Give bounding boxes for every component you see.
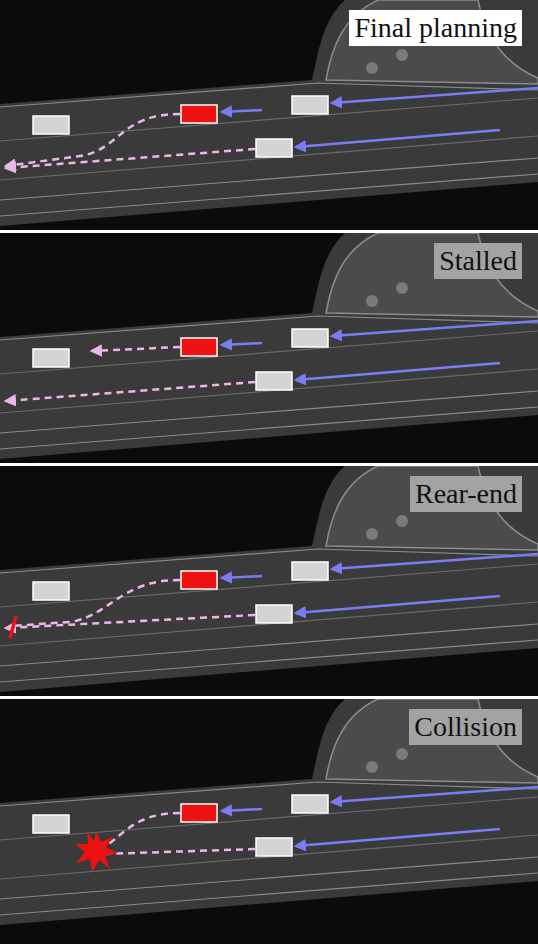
panel-title: Rear-end — [410, 476, 522, 512]
panel-title: Final planning — [349, 10, 522, 46]
rear-end-scene — [0, 466, 538, 696]
collision-burst — [75, 831, 118, 872]
panel-title: Collision — [409, 709, 522, 745]
collision-scene — [0, 699, 538, 944]
stalled-scene — [0, 233, 538, 463]
panel-title: Stalled — [434, 243, 522, 279]
final-planning-scene — [0, 0, 538, 230]
